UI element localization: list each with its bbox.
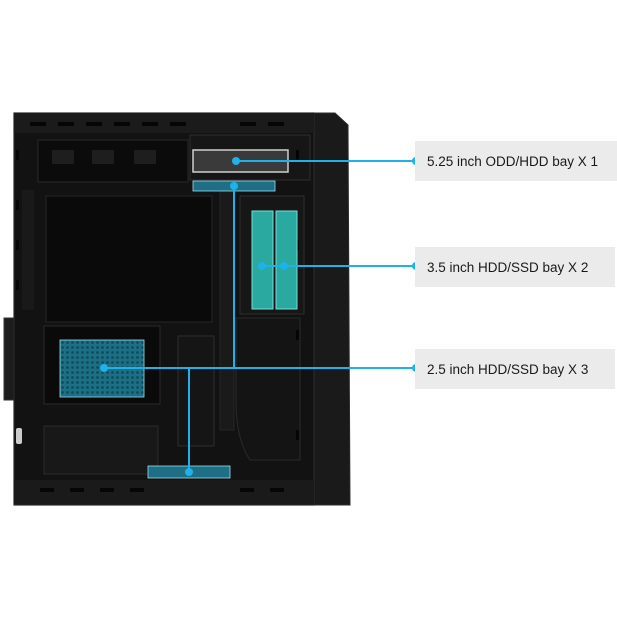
bottom-vent bbox=[43, 425, 159, 475]
bottom-rail-slots bbox=[40, 488, 284, 492]
hdd35-bay-label-text: 3.5 inch HDD/SSD bay X 2 bbox=[427, 259, 589, 275]
odd-bay-label-text: 5.25 inch ODD/HDD bay X 1 bbox=[427, 153, 599, 169]
top-rail bbox=[14, 113, 314, 133]
divider-bar bbox=[219, 189, 235, 431]
motherboard-tray bbox=[45, 195, 213, 323]
hdd35-bay-label: 3.5 inch HDD/SSD bay X 2 bbox=[415, 247, 615, 287]
ssd25-bay-label: 2.5 inch HDD/SSD bay X 3 bbox=[415, 349, 615, 389]
curved-panel bbox=[235, 317, 301, 461]
ssd25-bay-label-text: 2.5 inch HDD/SSD bay X 3 bbox=[427, 361, 589, 377]
left-rail bbox=[22, 190, 34, 310]
rear-clip bbox=[16, 428, 22, 444]
upper-cutout-holes bbox=[52, 150, 156, 164]
lower-cage bbox=[177, 335, 215, 447]
top-rail-slots bbox=[30, 122, 284, 126]
callout-lines bbox=[104, 160, 416, 472]
pc-case bbox=[3, 112, 351, 506]
hdd-bay-highlight-right bbox=[275, 210, 298, 310]
hdd-bay-highlight-left bbox=[251, 210, 274, 310]
bottom-rail bbox=[14, 480, 314, 504]
odd-bay-label: 5.25 inch ODD/HDD bay X 1 bbox=[415, 141, 617, 181]
